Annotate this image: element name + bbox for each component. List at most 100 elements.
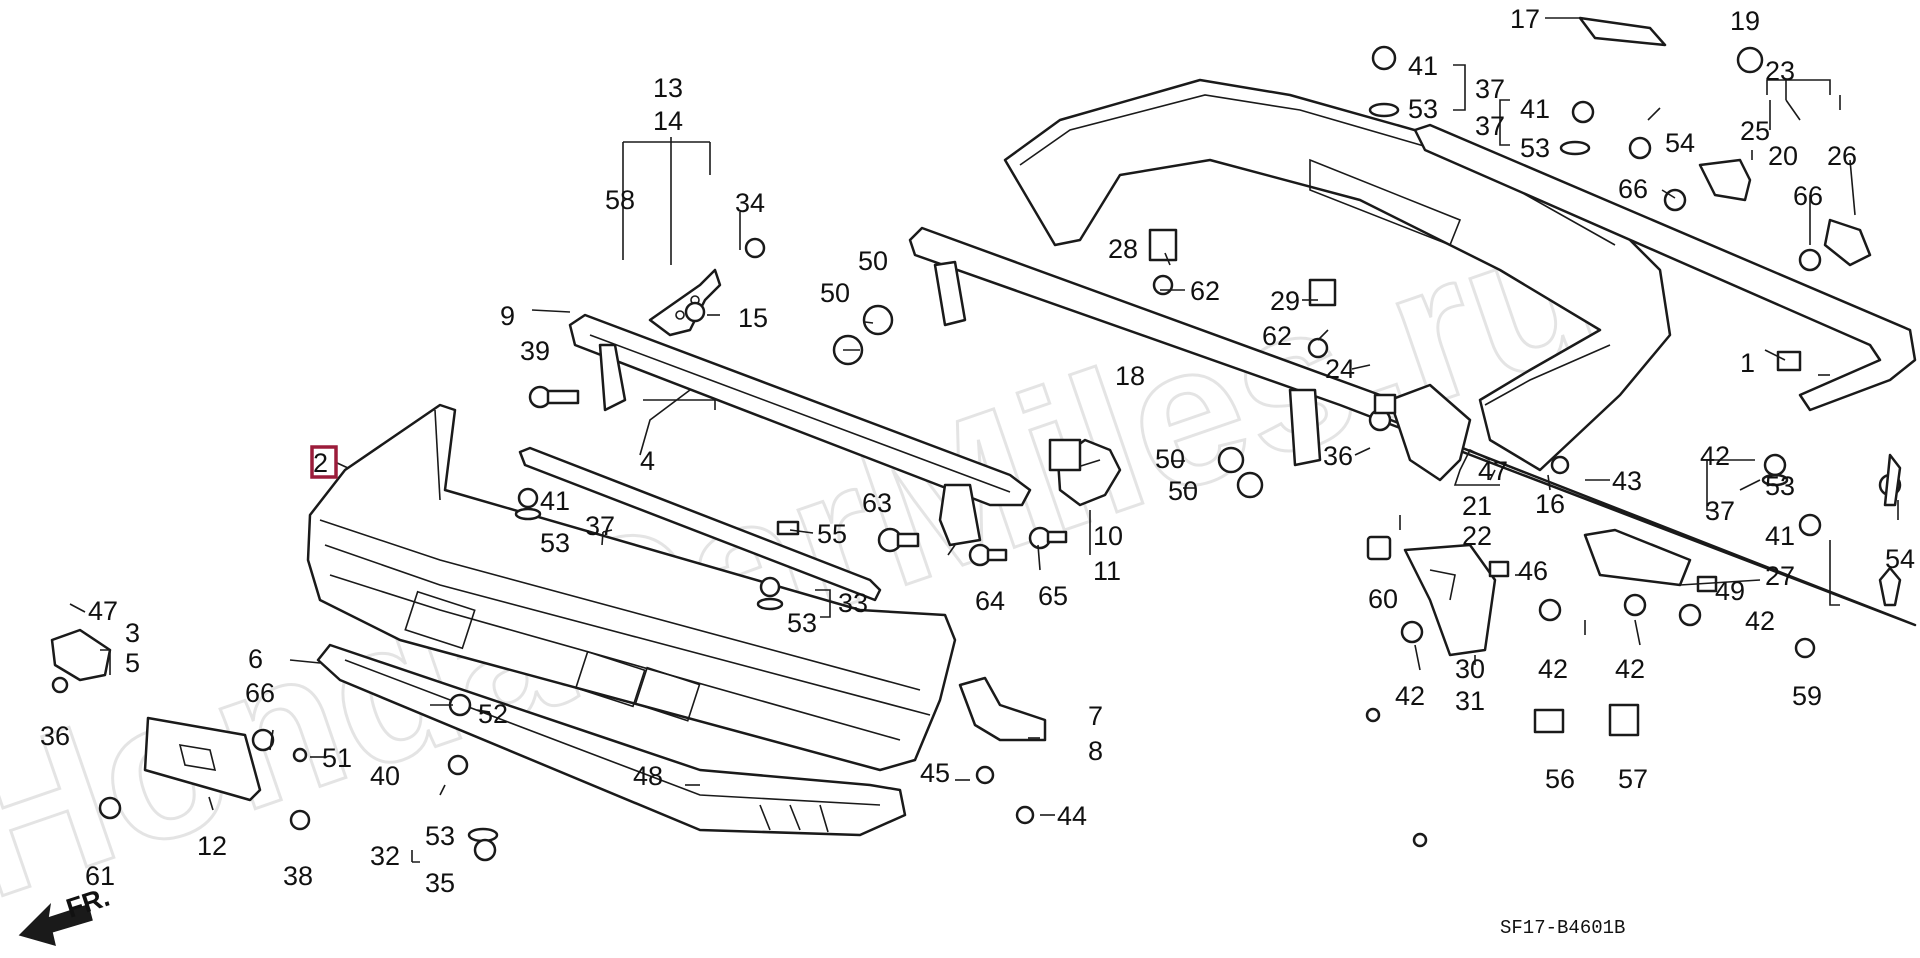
callout-50b[interactable]: 50 [820, 278, 850, 308]
callout-18[interactable]: 18 [1115, 361, 1145, 391]
callout-35[interactable]: 35 [425, 868, 455, 898]
callout-37d[interactable]: 37 [1705, 496, 1735, 526]
callout-44[interactable]: 44 [1057, 801, 1087, 831]
callout-52[interactable]: 52 [478, 699, 508, 729]
callout-61[interactable]: 61 [85, 861, 115, 891]
callout-46[interactable]: 46 [1518, 556, 1548, 586]
callout-66c[interactable]: 66 [1793, 181, 1823, 211]
callout-53a[interactable]: 53 [540, 528, 570, 558]
callout-13[interactable]: 13 [653, 73, 683, 103]
front-absorber-beam[interactable] [568, 313, 1032, 547]
callout-45[interactable]: 45 [920, 758, 950, 788]
callout-48[interactable]: 48 [633, 761, 663, 791]
callout-29[interactable]: 29 [1270, 286, 1300, 316]
callout-6[interactable]: 6 [248, 644, 263, 674]
callout-42d[interactable]: 42 [1538, 654, 1568, 684]
callout-54b[interactable]: 54 [1885, 544, 1915, 574]
callout-50a[interactable]: 50 [858, 246, 888, 276]
callout-43[interactable]: 43 [1612, 466, 1642, 496]
callout-4[interactable]: 4 [640, 446, 655, 476]
callout-5[interactable]: 5 [125, 648, 140, 678]
front-bumper-reinforcement-strip[interactable] [518, 446, 882, 602]
callout-41a[interactable]: 41 [540, 486, 570, 516]
callout-17[interactable]: 17 [1510, 4, 1540, 34]
callout-21[interactable]: 21 [1462, 491, 1492, 521]
callout-1[interactable]: 1 [1740, 348, 1755, 378]
callout-12[interactable]: 12 [197, 831, 227, 861]
callout-54a[interactable]: 54 [1665, 128, 1695, 158]
callout-23[interactable]: 23 [1765, 56, 1795, 86]
callout-53b[interactable]: 53 [787, 608, 817, 638]
callout-28[interactable]: 28 [1108, 234, 1138, 264]
rear-side-spacer-26[interactable] [1823, 218, 1872, 267]
callout-60[interactable]: 60 [1368, 584, 1398, 614]
callout-56[interactable]: 56 [1545, 764, 1575, 794]
callout-26[interactable]: 26 [1827, 141, 1857, 171]
callout-19[interactable]: 19 [1730, 6, 1760, 36]
callout-59[interactable]: 59 [1792, 681, 1822, 711]
callout-42a[interactable]: 42 [1700, 441, 1730, 471]
callout-33[interactable]: 33 [838, 588, 868, 618]
callout-31[interactable]: 31 [1455, 686, 1485, 716]
callout-66b[interactable]: 66 [1618, 174, 1648, 204]
callout-41d[interactable]: 41 [1765, 521, 1795, 551]
callout-47a[interactable]: 47 [88, 596, 118, 626]
callout-58[interactable]: 58 [605, 185, 635, 215]
callout-2[interactable]: 2 [313, 448, 328, 478]
callout-14[interactable]: 14 [653, 106, 683, 136]
callout-64[interactable]: 64 [975, 586, 1005, 616]
callout-15[interactable]: 15 [738, 303, 768, 333]
callout-40[interactable]: 40 [370, 761, 400, 791]
callout-53f[interactable]: 53 [1765, 471, 1795, 501]
rear-top-bracket-17[interactable] [1578, 16, 1667, 47]
front-side-spacer-3-5[interactable] [50, 628, 112, 682]
callout-42e[interactable]: 42 [1615, 654, 1645, 684]
callout-55[interactable]: 55 [817, 519, 847, 549]
callout-25[interactable]: 25 [1740, 116, 1770, 146]
callout-41c[interactable]: 41 [1520, 94, 1550, 124]
callout-62b[interactable]: 62 [1262, 321, 1292, 351]
callout-34[interactable]: 34 [735, 188, 765, 218]
callout-37c[interactable]: 37 [1475, 111, 1505, 141]
callout-37a[interactable]: 37 [585, 511, 615, 541]
callout-53d[interactable]: 53 [1408, 94, 1438, 124]
callout-63[interactable]: 63 [862, 488, 892, 518]
callout-47b[interactable]: 47 [1478, 456, 1508, 486]
callout-62a[interactable]: 62 [1190, 276, 1220, 306]
rear-lower-bracket-27[interactable] [1583, 528, 1692, 587]
callout-66a[interactable]: 66 [245, 678, 275, 708]
callout-57[interactable]: 57 [1618, 764, 1648, 794]
callout-53e[interactable]: 53 [1520, 133, 1550, 163]
license-plate-bracket[interactable] [143, 716, 262, 802]
callout-42b[interactable]: 42 [1745, 606, 1775, 636]
callout-65[interactable]: 65 [1038, 581, 1068, 611]
callout-38[interactable]: 38 [283, 861, 313, 891]
callout-42c[interactable]: 42 [1395, 681, 1425, 711]
callout-49[interactable]: 49 [1715, 576, 1745, 606]
callout-16[interactable]: 16 [1535, 489, 1565, 519]
callout-30[interactable]: 30 [1455, 654, 1485, 684]
front-bracket-left-13-14[interactable] [648, 268, 722, 337]
callout-3[interactable]: 3 [125, 618, 140, 648]
callout-27[interactable]: 27 [1765, 561, 1795, 591]
callout-20[interactable]: 20 [1768, 141, 1798, 171]
rear-side-spacer-25[interactable] [1698, 158, 1752, 202]
front-bumper-face[interactable] [306, 403, 957, 772]
rear-lower-moulding[interactable] [1413, 123, 1917, 412]
callout-22[interactable]: 22 [1462, 521, 1492, 551]
callout-36a[interactable]: 36 [40, 721, 70, 751]
callout-11[interactable]: 11 [1093, 556, 1121, 586]
callout-51[interactable]: 51 [322, 743, 352, 773]
callout-8[interactable]: 8 [1088, 736, 1103, 766]
lower-bracket-7-8[interactable] [958, 676, 1047, 742]
callout-9[interactable]: 9 [500, 301, 515, 331]
callout-10[interactable]: 10 [1093, 521, 1123, 551]
callout-41b[interactable]: 41 [1408, 51, 1438, 81]
callout-50d[interactable]: 50 [1168, 476, 1198, 506]
callout-7[interactable]: 7 [1088, 701, 1103, 731]
callout-53c[interactable]: 53 [425, 821, 455, 851]
mudguard-30-31[interactable] [1403, 543, 1497, 657]
callout-39[interactable]: 39 [520, 336, 550, 366]
callout-36b[interactable]: 36 [1323, 441, 1353, 471]
callout-32[interactable]: 32 [370, 841, 400, 871]
